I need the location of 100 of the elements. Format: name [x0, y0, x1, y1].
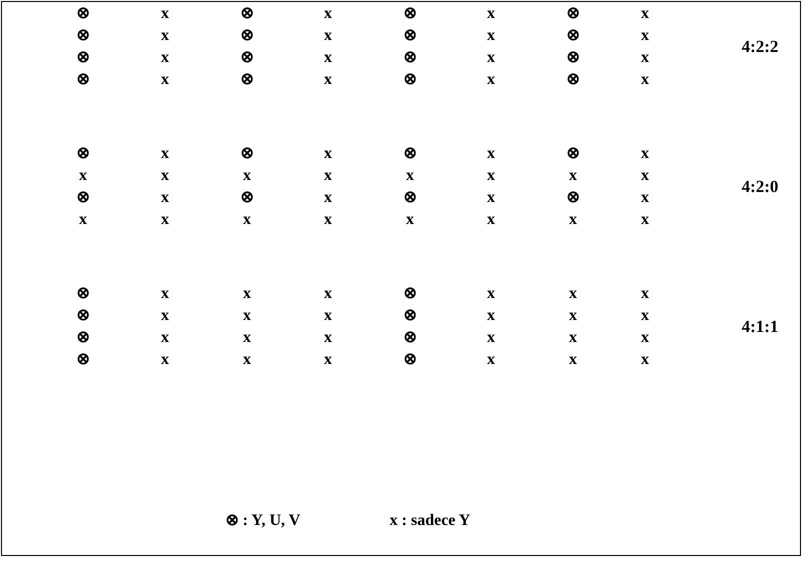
sample-mark: x [569, 211, 577, 229]
sample-mark: x [161, 189, 169, 207]
sample-mark: x [324, 189, 332, 207]
sample-mark: x [161, 27, 169, 45]
sample-mark: ⊗ [76, 145, 90, 163]
sample-mark: x [324, 351, 332, 369]
sample-mark: x [406, 167, 414, 185]
sample-mark: ⊗ [240, 71, 254, 89]
sample-mark: ⊗ [76, 27, 90, 45]
sample-mark: x [487, 307, 495, 325]
sample-mark: x [243, 211, 251, 229]
sample-mark: x [487, 351, 495, 369]
sample-mark: x [641, 211, 649, 229]
sample-mark: x [324, 211, 332, 229]
sample-mark: x [161, 211, 169, 229]
sample-mark: ⊗ [240, 145, 254, 163]
sample-mark: x [324, 285, 332, 303]
sample-mark: x [569, 329, 577, 347]
sample-mark: ⊗ [76, 329, 90, 347]
sample-mark: ⊗ [566, 49, 580, 67]
sample-mark: ⊗ [404, 329, 416, 347]
sample-mark: x [641, 145, 649, 163]
sample-mark: x [406, 211, 414, 229]
sample-mark: x [641, 285, 649, 303]
sample-mark: x [161, 329, 169, 347]
sample-mark: x [487, 189, 495, 207]
sample-mark: x [79, 167, 87, 185]
legend-text: ⊗ : Y, U, V [226, 512, 300, 530]
legend-text: x : sadece Y [390, 512, 470, 530]
sample-mark: ⊗ [76, 49, 90, 67]
sample-mark: ⊗ [404, 189, 416, 207]
sample-mark: ⊗ [404, 27, 416, 45]
sample-mark: x [324, 329, 332, 347]
sample-mark: x [641, 71, 649, 89]
sample-mark: x [161, 307, 169, 325]
sample-mark: x [641, 329, 649, 347]
sample-mark: ⊗ [240, 49, 254, 67]
sample-mark: x [487, 285, 495, 303]
sample-mark: ⊗ [566, 145, 580, 163]
ratio-label: 4:2:2 [742, 38, 778, 56]
sample-mark: x [243, 167, 251, 185]
sample-mark: x [324, 49, 332, 67]
sample-mark: x [324, 5, 332, 23]
sample-mark: ⊗ [566, 5, 580, 23]
sample-mark: ⊗ [76, 71, 90, 89]
sample-mark: x [161, 145, 169, 163]
sample-mark: x [569, 285, 577, 303]
sample-mark: ⊗ [76, 189, 90, 207]
sample-mark: ⊗ [404, 49, 416, 67]
sample-mark: x [487, 5, 495, 23]
sample-mark: x [243, 307, 251, 325]
sample-mark: x [641, 189, 649, 207]
sample-mark: x [161, 5, 169, 23]
sample-mark: ⊗ [240, 189, 254, 207]
sample-mark: ⊗ [240, 5, 254, 23]
sample-mark: x [324, 167, 332, 185]
sample-mark: ⊗ [76, 5, 90, 23]
sample-mark: x [243, 285, 251, 303]
sample-mark: x [324, 71, 332, 89]
sample-mark: x [641, 5, 649, 23]
sample-mark: x [641, 307, 649, 325]
sample-mark: x [569, 167, 577, 185]
sample-mark: ⊗ [566, 71, 580, 89]
ratio-label: 4:1:1 [742, 318, 778, 336]
sample-mark: ⊗ [240, 27, 254, 45]
sample-mark: ⊗ [404, 351, 416, 369]
sample-mark: ⊗ [404, 307, 416, 325]
sample-mark: x [161, 49, 169, 67]
sample-mark: x [161, 167, 169, 185]
sample-mark: x [79, 211, 87, 229]
sample-mark: x [569, 351, 577, 369]
ratio-label: 4:2:0 [742, 178, 778, 196]
sample-mark: x [487, 27, 495, 45]
sample-mark: ⊗ [566, 27, 580, 45]
sample-mark: ⊗ [566, 189, 580, 207]
sample-mark: x [569, 307, 577, 325]
sample-mark: ⊗ [76, 285, 90, 303]
sample-mark: ⊗ [76, 351, 90, 369]
sample-mark: ⊗ [404, 285, 416, 303]
sample-mark: x [161, 71, 169, 89]
sample-mark: x [641, 27, 649, 45]
sample-mark: x [487, 329, 495, 347]
sample-mark: x [641, 351, 649, 369]
sample-mark: ⊗ [404, 71, 416, 89]
sample-mark: x [487, 71, 495, 89]
sample-mark: x [161, 285, 169, 303]
sample-mark: x [243, 329, 251, 347]
sample-mark: x [324, 307, 332, 325]
sample-mark: x [487, 211, 495, 229]
sample-mark: x [487, 145, 495, 163]
sample-mark: x [641, 167, 649, 185]
sample-mark: x [641, 49, 649, 67]
sample-mark: x [487, 49, 495, 67]
sample-mark: x [243, 351, 251, 369]
sample-mark: x [487, 167, 495, 185]
sample-mark: ⊗ [76, 307, 90, 325]
sample-mark: x [324, 145, 332, 163]
sample-mark: x [324, 27, 332, 45]
sample-mark: x [161, 351, 169, 369]
sample-mark: ⊗ [404, 145, 416, 163]
